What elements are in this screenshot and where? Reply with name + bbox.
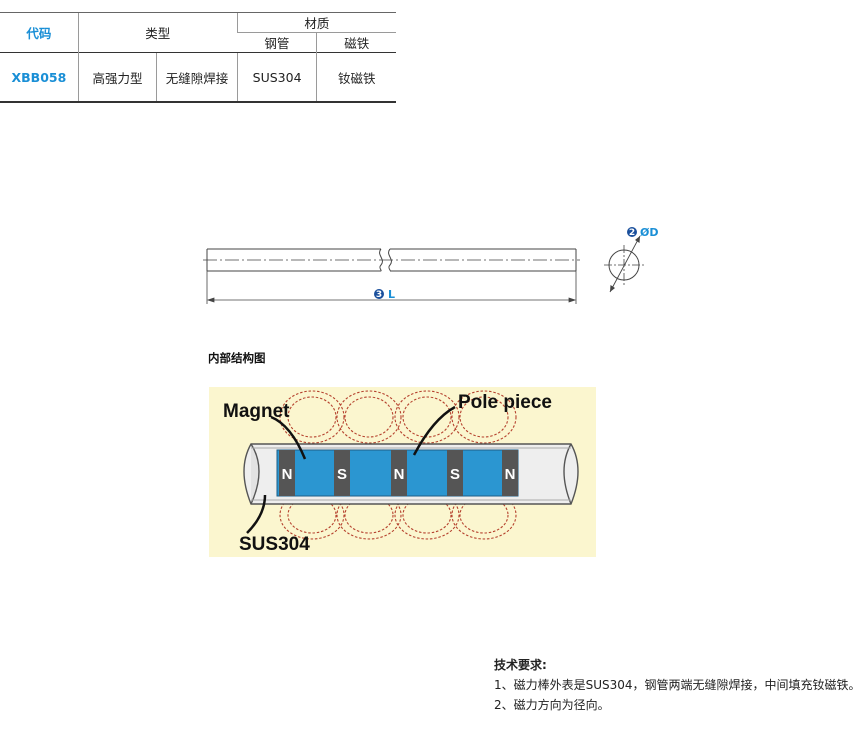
leader-lines (246, 405, 456, 534)
diameter-number: 2 (629, 228, 635, 238)
structure-title: 内部结构图 (208, 351, 266, 365)
pole-piece (447, 450, 463, 496)
rod-dimension-drawing: 3 L 2 ØD (203, 226, 658, 304)
pole-label: N (394, 466, 405, 483)
pole-label: S (337, 466, 347, 483)
pole-label: N (505, 466, 516, 483)
technical-requirements: 技术要求: 1、磁力棒外表是SUS304，钢管两端无缝隙焊接，中间填充钕磁铁。 … (494, 655, 861, 715)
length-label: L (388, 288, 395, 301)
pole-piece (391, 450, 407, 496)
magnet-label: Magnet (223, 401, 290, 422)
header-type: 类型 (77, 12, 238, 53)
internal-structure-diagram: N S N S N Magnet Pole piece SUS304 (209, 387, 596, 557)
spec-table: 代码 类型 材质 钢管 磁铁 XBB058 高强力型 无缝隙焊接 SUS304 … (0, 12, 396, 103)
notes-item: 2、磁力方向为径向。 (494, 698, 610, 712)
diameter-label: ØD (640, 226, 658, 239)
notes-title: 技术要求: (494, 658, 547, 672)
length-number: 3 (376, 290, 382, 300)
cell-code: XBB058 (0, 52, 79, 103)
pole-label: S (450, 466, 460, 483)
pole-label: N (282, 466, 293, 483)
header-steel-tube: 钢管 (237, 32, 317, 53)
magnetic-field-lines (279, 390, 517, 540)
length-dimension (206, 271, 577, 304)
magnet-assembly: N S N S N (276, 449, 519, 497)
rod-outline (206, 248, 577, 272)
length-number-badge (374, 289, 384, 299)
cell-steel: SUS304 (236, 52, 317, 103)
header-code: 代码 (0, 12, 79, 53)
cell-type-strength: 高强力型 (77, 52, 157, 103)
cross-section (604, 235, 644, 293)
cell-magnet: 钕磁铁 (316, 52, 396, 103)
pole-piece (279, 450, 295, 496)
header-magnet: 磁铁 (316, 32, 396, 53)
pole-piece-label: Pole piece (458, 392, 552, 413)
pole-piece (334, 450, 350, 496)
header-material: 材质 (236, 12, 396, 33)
pole-piece (502, 450, 518, 496)
sus304-label: SUS304 (239, 534, 310, 555)
cell-type-weld: 无缝隙焊接 (156, 52, 238, 103)
diameter-number-badge (627, 227, 637, 237)
notes-item: 1、磁力棒外表是SUS304，钢管两端无缝隙焊接，中间填充钕磁铁。 (494, 678, 861, 692)
